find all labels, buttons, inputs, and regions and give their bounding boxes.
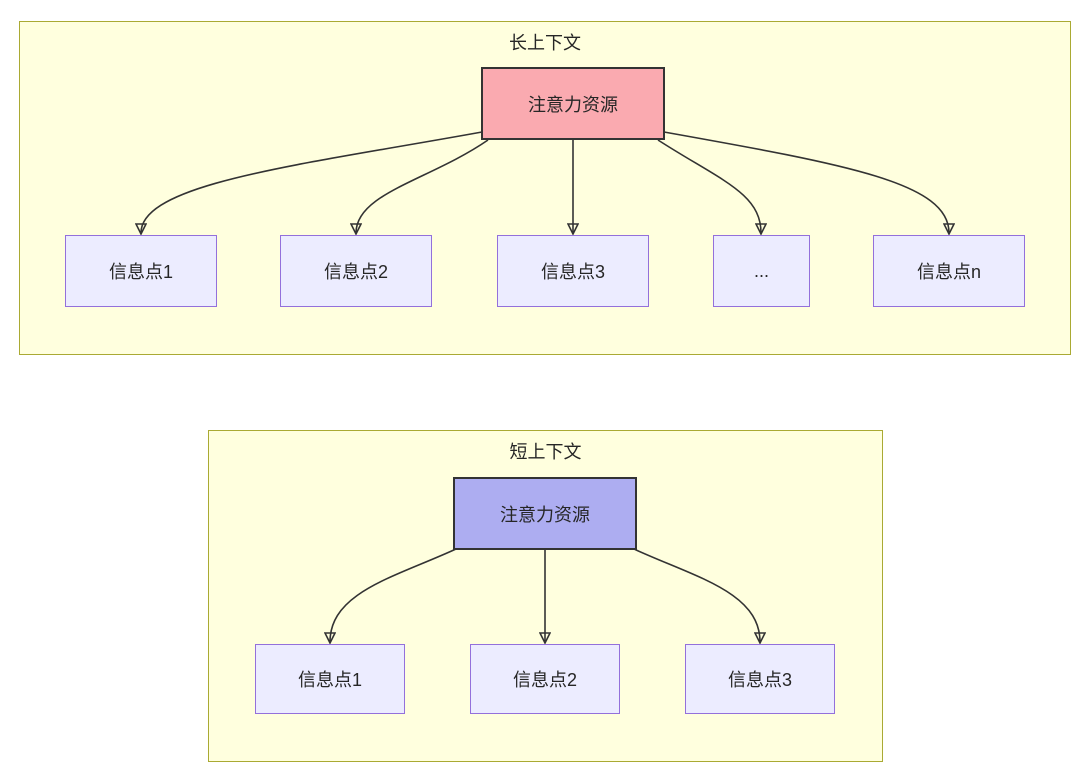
short-info-point-3: 信息点3 [685,644,835,714]
attention-resource-node-long: 注意力资源 [481,67,665,140]
short-context-title: 短上下文 [509,442,582,462]
long-info-point-3: 信息点3 [497,235,649,307]
long-info-point-2: 信息点2 [280,235,432,307]
short-info-point-2: 信息点2 [470,644,620,714]
long-context-title: 长上下文 [509,33,581,53]
short-info-point-1: 信息点1 [255,644,405,714]
long-info-point-ellipsis: ... [713,235,810,307]
attention-resource-node-short: 注意力资源 [453,477,637,550]
long-info-point-1: 信息点1 [65,235,217,307]
long-info-point-n: 信息点n [873,235,1025,307]
